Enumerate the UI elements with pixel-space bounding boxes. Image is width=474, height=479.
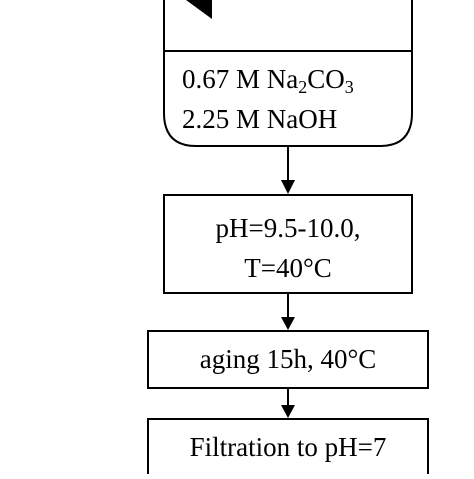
reagent-vessel: 0.67 M Na2CO3 2.25 M NaOH <box>163 0 413 147</box>
step-ph-label: pH=9.5-10.0, <box>216 213 361 243</box>
step-aging: aging 15h, 40°C <box>147 330 429 389</box>
arrow-head-icon <box>281 405 295 418</box>
arrow-step2-to-step3 <box>281 388 295 418</box>
arrow-head-icon <box>281 317 295 330</box>
stirrer-triangle-icon <box>186 0 212 19</box>
step-filtration-label: Filtration to pH=7 <box>190 432 387 462</box>
arrow-vessel-to-step1 <box>281 146 295 194</box>
vessel-reagent-line-2: 2.25 M NaOH <box>182 104 337 134</box>
step-aging-label: aging 15h, 40°C <box>200 344 377 374</box>
step-ph-temperature: pH=9.5-10.0, T=40°C <box>163 194 413 294</box>
step-filtration: Filtration to pH=7 <box>147 418 429 479</box>
step-temperature-label: T=40°C <box>244 253 332 283</box>
arrow-step1-to-step2 <box>281 293 295 330</box>
vessel-reagent-line-1: 0.67 M Na2CO3 <box>182 64 354 97</box>
step-aging-box <box>147 330 429 389</box>
arrow-head-icon <box>281 180 295 194</box>
step-filtration-box <box>147 418 429 479</box>
